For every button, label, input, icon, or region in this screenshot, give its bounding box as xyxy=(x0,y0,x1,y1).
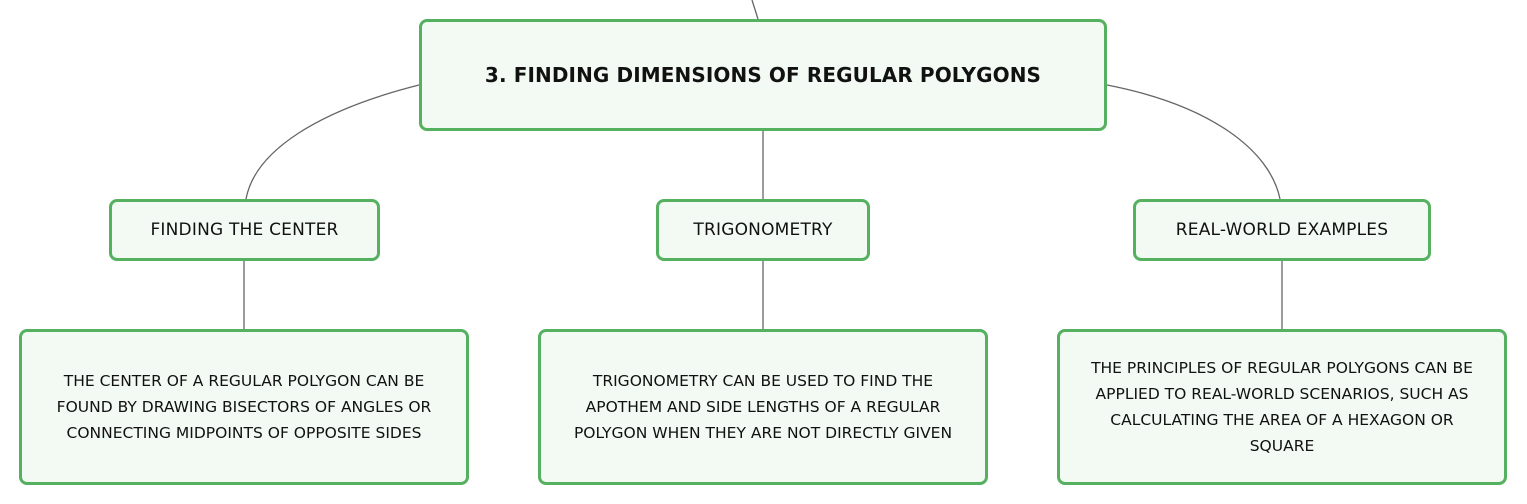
topic-node-label: TRIGONOMETRY xyxy=(693,220,833,240)
detail-node-text: THE CENTER OF A REGULAR POLYGON CAN BE F… xyxy=(56,372,432,442)
topic-node-label: REAL-WORLD EXAMPLES xyxy=(1175,220,1389,240)
parent-connector xyxy=(751,0,759,20)
detail-node-finding-the-center[interactable]: THE CENTER OF A REGULAR POLYGON CAN BE F… xyxy=(19,329,469,485)
detail-node-text: THE PRINCIPLES OF REGULAR POLYGONS CAN B… xyxy=(1091,359,1473,455)
topic-node-label: FINDING THE CENTER xyxy=(150,220,339,240)
detail-node-real-world-examples[interactable]: THE PRINCIPLES OF REGULAR POLYGONS CAN B… xyxy=(1057,329,1507,485)
topic-node-finding-the-center[interactable]: FINDING THE CENTER xyxy=(109,199,380,261)
root-node[interactable]: 3. FINDING DIMENSIONS OF REGULAR POLYGON… xyxy=(419,19,1107,131)
connector-root-to-finding-the-center xyxy=(245,84,420,200)
topic-node-trigonometry[interactable]: TRIGONOMETRY xyxy=(656,199,870,261)
detail-node-text: TRIGONOMETRY CAN BE USED TO FIND THE APO… xyxy=(573,372,953,442)
topic-node-real-world-examples[interactable]: REAL-WORLD EXAMPLES xyxy=(1133,199,1431,261)
root-node-label: 3. FINDING DIMENSIONS OF REGULAR POLYGON… xyxy=(484,63,1042,87)
detail-node-trigonometry[interactable]: TRIGONOMETRY CAN BE USED TO FIND THE APO… xyxy=(538,329,988,485)
connector-root-to-real-world-examples xyxy=(1106,84,1281,200)
